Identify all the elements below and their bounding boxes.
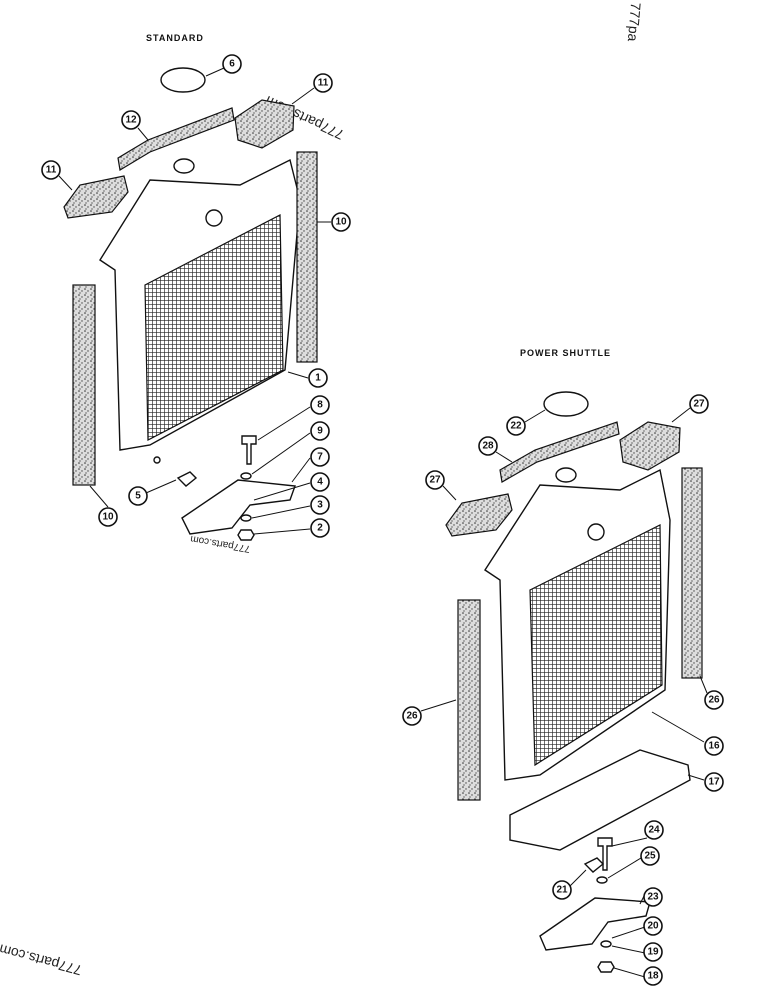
filter-box-17 <box>509 749 691 851</box>
svg-text:21: 21 <box>556 885 568 896</box>
callout-18: 18 <box>643 966 663 986</box>
svg-text:1: 1 <box>315 373 321 384</box>
clip-21 <box>583 857 605 873</box>
svg-text:11: 11 <box>318 78 329 89</box>
svg-text:3: 3 <box>317 500 323 511</box>
svg-text:11: 11 <box>46 165 57 176</box>
callout-26: 26 <box>402 706 422 726</box>
callout-11: 11 <box>41 160 61 180</box>
bracket-7 <box>181 479 296 535</box>
bolt-8 <box>241 435 257 465</box>
callout-19: 19 <box>643 942 663 962</box>
svg-text:2: 2 <box>317 523 323 534</box>
nut-2 <box>237 529 255 541</box>
washer-19 <box>600 940 612 948</box>
svg-text:16: 16 <box>708 741 720 752</box>
callout-23: 23 <box>643 887 663 907</box>
svg-text:26: 26 <box>406 711 418 722</box>
clip-5 <box>176 471 198 487</box>
foam-block-27 <box>445 493 513 537</box>
callout-3: 3 <box>310 495 330 515</box>
cap-22 <box>543 391 589 417</box>
callout-21: 21 <box>552 880 572 900</box>
svg-text:10: 10 <box>102 512 114 523</box>
callout-26: 26 <box>704 690 724 710</box>
nut-18 <box>597 961 615 973</box>
leader-lines <box>58 67 708 978</box>
svg-text:22: 22 <box>510 421 522 432</box>
callout-17: 17 <box>704 772 724 792</box>
callout-4: 4 <box>310 472 330 492</box>
power-shuttle-radiator <box>484 467 671 781</box>
svg-text:24: 24 <box>648 825 660 836</box>
callout-8: 8 <box>310 395 330 415</box>
svg-text:4: 4 <box>317 477 323 488</box>
foam-strip-26 <box>681 467 703 679</box>
callout-1: 1 <box>308 368 328 388</box>
washer-3 <box>240 514 252 522</box>
foam-strip-10 <box>72 284 96 486</box>
foam-block-11 <box>234 99 295 149</box>
svg-text:17: 17 <box>708 777 720 788</box>
svg-text:28: 28 <box>482 441 494 452</box>
washer-25 <box>596 876 608 884</box>
cap-6 <box>160 67 206 93</box>
svg-text:8: 8 <box>317 400 323 411</box>
callout-11: 11 <box>313 73 333 93</box>
callout-25: 25 <box>640 846 660 866</box>
foam-strip-26 <box>457 599 481 801</box>
callout-20: 20 <box>643 916 663 936</box>
callout-27: 27 <box>425 470 445 490</box>
svg-text:6: 6 <box>229 59 235 70</box>
callout-2: 2 <box>310 518 330 538</box>
svg-text:5: 5 <box>135 491 141 502</box>
svg-text:26: 26 <box>708 695 720 706</box>
callout-5: 5 <box>128 486 148 506</box>
callout-9: 9 <box>310 421 330 441</box>
callout-10: 10 <box>98 507 118 527</box>
svg-text:10: 10 <box>335 217 347 228</box>
svg-text:9: 9 <box>317 426 323 437</box>
svg-text:27: 27 <box>429 475 441 486</box>
standard-title: STANDARD <box>146 33 204 43</box>
callouts-standard: 6 11 12 11 10 1 8 9 7 4 5 3 2 10 <box>41 54 351 538</box>
svg-text:18: 18 <box>647 971 659 982</box>
svg-text:12: 12 <box>125 115 137 126</box>
foam-block-11 <box>63 175 129 219</box>
bolt-24 <box>597 837 613 871</box>
callout-24: 24 <box>644 820 664 840</box>
callout-22: 22 <box>506 416 526 436</box>
callout-12: 12 <box>121 110 141 130</box>
svg-text:20: 20 <box>647 921 659 932</box>
callout-16: 16 <box>704 736 724 756</box>
svg-text:7: 7 <box>317 452 323 463</box>
power-shuttle-title: POWER SHUTTLE <box>520 348 611 358</box>
washer-9 <box>240 472 252 480</box>
svg-text:19: 19 <box>647 947 659 958</box>
svg-text:23: 23 <box>647 892 659 903</box>
svg-text:25: 25 <box>644 851 656 862</box>
callout-10: 10 <box>331 212 351 232</box>
callouts-power-shuttle: 22 27 28 27 26 26 16 17 24 25 21 23 20 1… <box>402 394 724 986</box>
bracket-23 <box>539 897 651 951</box>
callout-28: 28 <box>478 436 498 456</box>
foam-block-27 <box>619 421 681 471</box>
foam-strip-10 <box>296 151 318 363</box>
callout-7: 7 <box>310 447 330 467</box>
callout-6: 6 <box>222 54 242 74</box>
standard-radiator <box>99 158 301 464</box>
callout-27: 27 <box>689 394 709 414</box>
foam-strip-28 <box>499 421 620 483</box>
svg-text:27: 27 <box>693 399 705 410</box>
